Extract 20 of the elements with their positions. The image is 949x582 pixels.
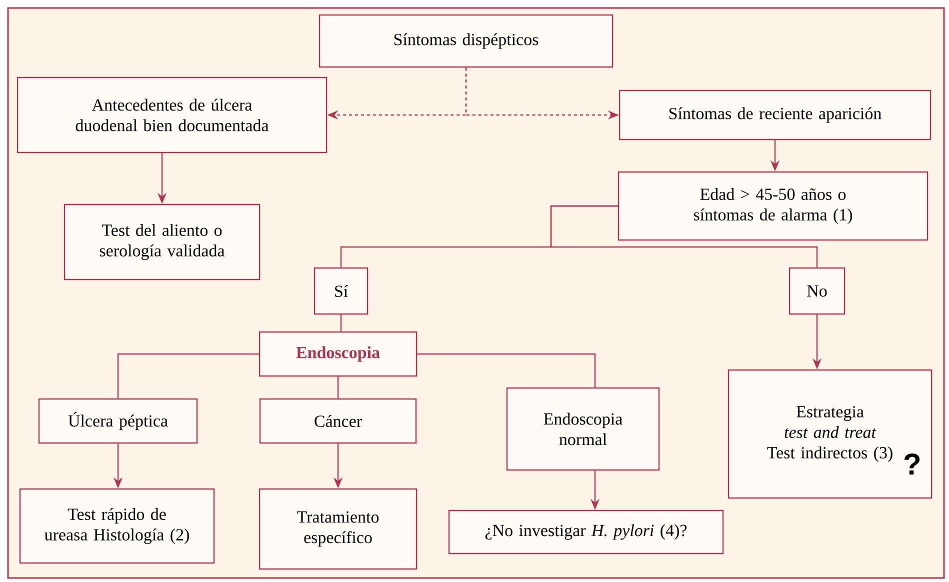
process-box: Antecedentes de úlcera duodenal bien documentada xyxy=(16,76,328,154)
process-box: Edad > 45-50 años o síntomas de alarma (1) xyxy=(618,171,928,241)
process-box: Síntomas de reciente aparición xyxy=(618,90,932,140)
process-box: Test rápido de ureasa Histología (2) xyxy=(19,488,215,564)
connector-line xyxy=(337,376,339,398)
process-box: Endoscopia normal xyxy=(506,387,660,471)
process-box: Úlcera péptica xyxy=(38,398,198,444)
process-box: ¿No investigar H. pylori (4)? xyxy=(448,510,724,554)
answer-box: No xyxy=(788,267,846,315)
process-box: Síntomas dispépticos xyxy=(318,14,614,68)
connector-line xyxy=(117,353,259,398)
connector-line xyxy=(417,353,596,388)
connector-line xyxy=(340,314,342,332)
connector-line xyxy=(550,205,818,268)
process-box: Tratamiento específico xyxy=(258,488,418,570)
question-mark: ? xyxy=(904,454,920,474)
process-box: Test del aliento o serología validada xyxy=(64,204,260,280)
answer-box: Sí xyxy=(314,267,368,315)
process-box: Cáncer xyxy=(259,398,417,444)
heading-box: Endoscopia xyxy=(258,331,418,377)
